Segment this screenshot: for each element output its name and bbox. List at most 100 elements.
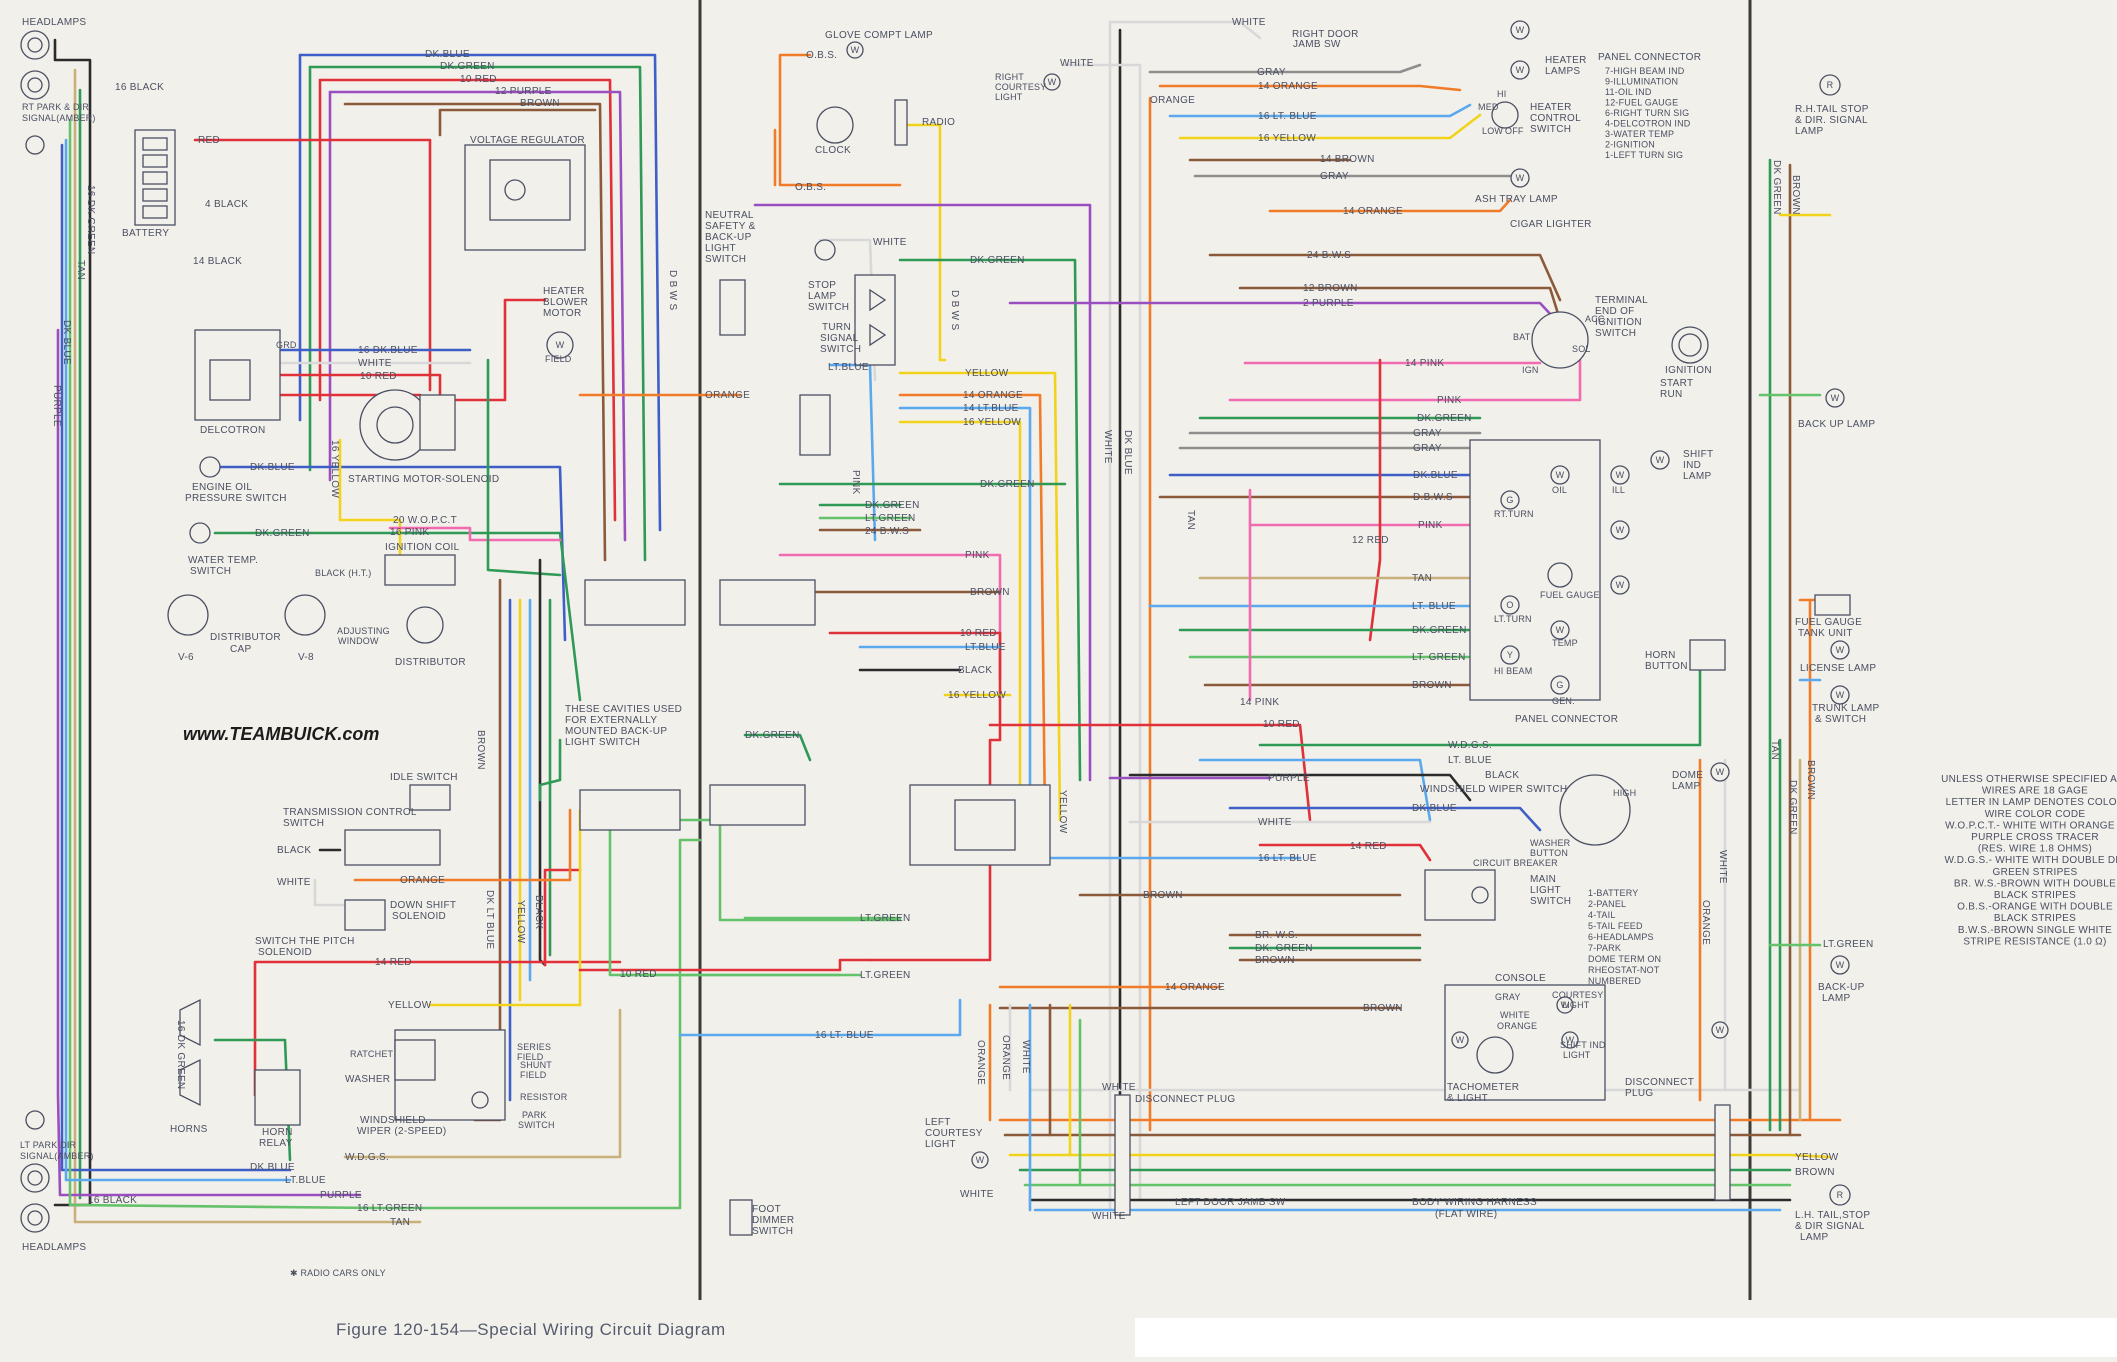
label-l-16ltblue-r: 16 LT. BLUE xyxy=(1258,111,1317,122)
lamp-color-letter: G xyxy=(1506,495,1513,505)
label-panel-connector-label: PANEL CONNECTOR xyxy=(1598,52,1701,63)
label-pitch-sol-2: SOLENOID xyxy=(258,947,312,958)
label-battery: BATTERY xyxy=(122,228,169,239)
label-park-switch-2: SWITCH xyxy=(518,1120,555,1130)
wire-16-yellow xyxy=(338,438,402,562)
label-body-harness-2: (FLAT WIRE) xyxy=(1435,1209,1497,1220)
label-main-light: MAIN xyxy=(1530,874,1556,885)
label-l-white-stop: WHITE xyxy=(873,237,907,248)
wire-14-orange-r2 xyxy=(1268,198,1512,213)
label-l-dkgreen-temp: DK.GREEN xyxy=(255,528,310,539)
wire-10-red-c xyxy=(828,631,1002,962)
label-neutral-sw: NEUTRAL xyxy=(705,210,754,221)
wire-purple-left xyxy=(56,328,362,1197)
label-idle-switch: IDLE SWITCH xyxy=(390,772,458,783)
label-oil-switch-2: PRESSURE SWITCH xyxy=(185,493,287,504)
main-light-legend-item: 1-BATTERY xyxy=(1588,888,1638,898)
lamp-color-letter: W xyxy=(1716,1025,1725,1035)
label-v-ortr: ORANGE xyxy=(975,1040,986,1085)
label-l-10red-r: 10 RED xyxy=(1263,719,1300,730)
label-panel-bottom: PANEL CONNECTOR xyxy=(1515,714,1618,725)
wire-dk-blue-oil xyxy=(208,465,567,642)
notes-item: (RES. WIRE 1.8 OHMS) xyxy=(1978,844,2092,855)
label-ignition-coil: IGNITION COIL xyxy=(385,542,460,553)
label-l-wdgs-r: W.D.G.S. xyxy=(1448,740,1492,751)
label-disconnect-plug-r: DISCONNECT xyxy=(1625,1077,1694,1088)
license-lamp xyxy=(1830,640,1850,660)
label-l-14black: 14 BLACK xyxy=(193,256,242,267)
label-series-field-2: FIELD xyxy=(517,1052,544,1062)
label-washer: WASHER xyxy=(345,1074,390,1085)
right-courtesy-light xyxy=(1043,73,1061,91)
label-headlamps-top: HEADLAMPS xyxy=(22,17,86,28)
label-l-14orange-r: 14 ORANGE xyxy=(1258,81,1318,92)
main-light-legend-item: RHEOSTAT-NOT xyxy=(1588,965,1660,975)
label-disconnect-plug-r2: PLUG xyxy=(1625,1088,1653,1099)
label-l-dkgreen-c2: DK.GREEN xyxy=(980,479,1035,490)
label-rt-park: RT PARK & DIR xyxy=(22,102,89,112)
label-v-yellow-l: YELLOW xyxy=(515,900,526,944)
battery xyxy=(134,129,176,226)
label-adj-window-2: WINDOW xyxy=(338,636,379,646)
label-shift-ind-light-2: LIGHT xyxy=(1563,1050,1591,1060)
lamp-color-letter: W xyxy=(556,340,565,350)
label-l-14orange-c: 14 ORANGE xyxy=(963,390,1023,401)
label-lt-courtesy-2: COURTESY xyxy=(925,1128,983,1139)
label-v-dkblue-c: DK BLUE xyxy=(1122,430,1133,475)
radio xyxy=(894,99,908,146)
label-ash-tray: ASH TRAY LAMP xyxy=(1475,194,1558,205)
panel-connector-block xyxy=(1469,439,1630,701)
lh-tail-lamp xyxy=(1829,1184,1851,1206)
label-l-ltblue-bot: LT.BLUE xyxy=(285,1175,326,1186)
label-backup-lamp-bot-2: LAMP xyxy=(1822,993,1850,1004)
label-l-white-ldj: WHITE xyxy=(1092,1211,1126,1222)
label-l-white-r: WHITE xyxy=(1258,817,1292,828)
panel-connector-legend-item: 6-RIGHT TURN SIG xyxy=(1605,108,1689,118)
lamp-color-letter: O xyxy=(1506,600,1513,610)
label-console: CONSOLE xyxy=(1495,973,1546,984)
lamp-color-letter: W xyxy=(851,45,860,55)
label-acc: ACC xyxy=(1585,314,1605,324)
lamp-color-letter: W xyxy=(1616,580,1625,590)
wire-orange-trans xyxy=(353,808,572,882)
wire-14-orange-r xyxy=(1158,84,1462,92)
label-l-yellow-c: YELLOW xyxy=(965,368,1009,379)
label-l-obs-glove: O.B.S. xyxy=(806,50,837,61)
label-rt-courtesy-2: COURTESY xyxy=(995,82,1046,92)
label-l-pink-r: PINK xyxy=(1437,395,1462,406)
label-cigar: CIGAR LIGHTER xyxy=(1510,219,1592,230)
label-l-obs-clock: O.B.S. xyxy=(795,182,826,193)
lamp-color-letter: W xyxy=(1456,1035,1465,1045)
lamp-color-letter: G xyxy=(1556,680,1563,690)
label-l-purple-bot: PURPLE xyxy=(320,1190,362,1201)
label-v8: V-8 xyxy=(298,652,314,663)
panel-connector-legend-item: 4-DELCOTRON IND xyxy=(1605,119,1691,129)
label-l-white-lc: WHITE xyxy=(960,1189,994,1200)
label-l-14red: 14 RED xyxy=(375,957,412,968)
headlamp-bottom xyxy=(20,1110,50,1233)
label-stop-lamp-sw-2: LAMP xyxy=(808,291,836,302)
label-rt-door-jamb: RIGHT DOOR xyxy=(1292,29,1359,40)
label-radio: RADIO xyxy=(922,117,955,128)
wire-wdgs-bottom xyxy=(343,1008,622,1159)
label-v-dkblue-l: DK BLUE xyxy=(61,320,72,365)
water-temp-switch xyxy=(189,522,211,544)
connector-left-bottom xyxy=(579,789,681,831)
page-cutoff xyxy=(1135,1318,2117,1357)
label-l-wdgs-bot: W.D.G.S. xyxy=(345,1152,389,1163)
wire-10-red-cross xyxy=(578,958,872,972)
dome-lamp xyxy=(1710,762,1730,782)
label-hi-beam: HI BEAM xyxy=(1494,666,1532,676)
wiper-switch xyxy=(1559,774,1631,846)
label-l-gray-r3: GRAY xyxy=(1413,428,1442,439)
label-l-brws-r: BR. W.S. xyxy=(1255,930,1298,941)
label-l-white-disc: WHITE xyxy=(1102,1082,1136,1093)
label-dist-cap: DISTRIBUTOR xyxy=(210,632,281,643)
site-watermark: www.TEAMBUICK.com xyxy=(183,724,379,744)
label-l-ltblue-r: LT. BLUE xyxy=(1412,601,1456,612)
wire-pink-r xyxy=(1228,358,1582,402)
label-v-yellow-c: YELLOW xyxy=(1057,790,1068,834)
label-v-dkltblue: DK LT BLUE xyxy=(484,890,495,949)
label-l-gray-con: GRAY xyxy=(1495,992,1521,1002)
